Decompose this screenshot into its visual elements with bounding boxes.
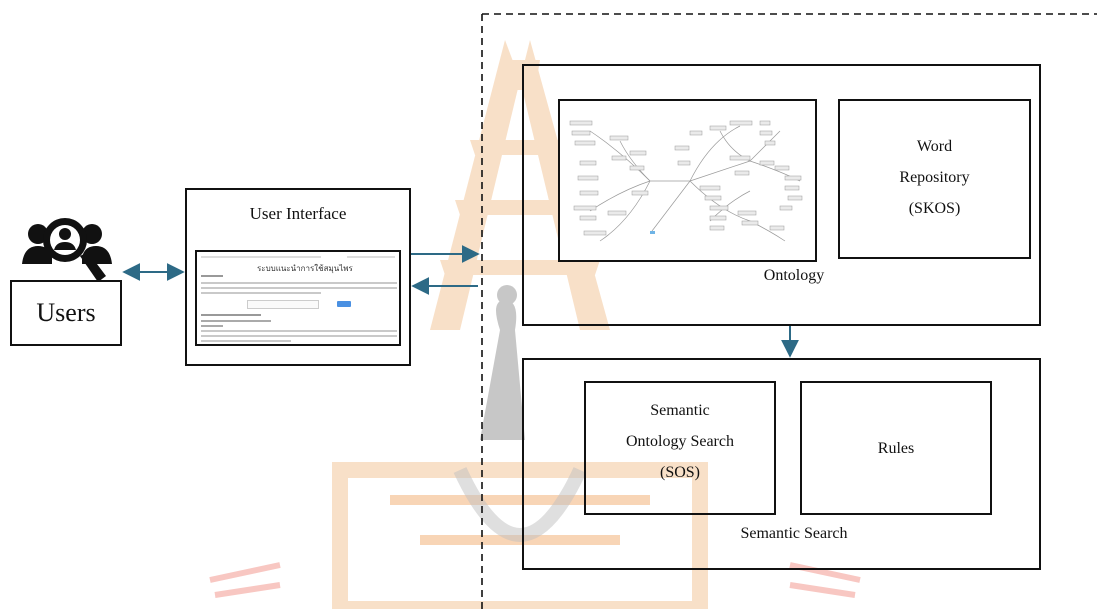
- ui-screen-heading: ระบบแนะนำการใช้สมุนไพร: [257, 264, 353, 273]
- semantic-search-label: Semantic Search: [740, 525, 848, 542]
- ontology-label: Ontology: [763, 267, 825, 284]
- ontology-graph: [569, 120, 803, 242]
- user-interface-title: User Interface: [249, 204, 347, 223]
- word-repository-label: Word Repository (SKOS): [899, 138, 970, 217]
- rules-box: Rules: [800, 381, 992, 515]
- user-interface-box: User Interface ระบบแนะนำการใช้สมุนไพร: [185, 188, 411, 366]
- users-label: Users: [36, 298, 96, 327]
- ontology-box: Word Repository (SKOS) Ontology: [522, 64, 1041, 326]
- semantic-search-box: Semantic Ontology Search (SOS) Rules Sem…: [522, 358, 1041, 570]
- rules-label: Rules: [877, 440, 915, 457]
- users-search-icon: [22, 218, 112, 282]
- word-repository-box: Word Repository (SKOS): [838, 99, 1031, 259]
- users-box: Users: [10, 280, 122, 346]
- sos-label: Semantic Ontology Search (SOS): [626, 402, 734, 481]
- ontology-graph-image: [558, 99, 817, 262]
- ui-screenshot: ระบบแนะนำการใช้สมุนไพร: [195, 250, 401, 346]
- sos-box: Semantic Ontology Search (SOS): [584, 381, 776, 515]
